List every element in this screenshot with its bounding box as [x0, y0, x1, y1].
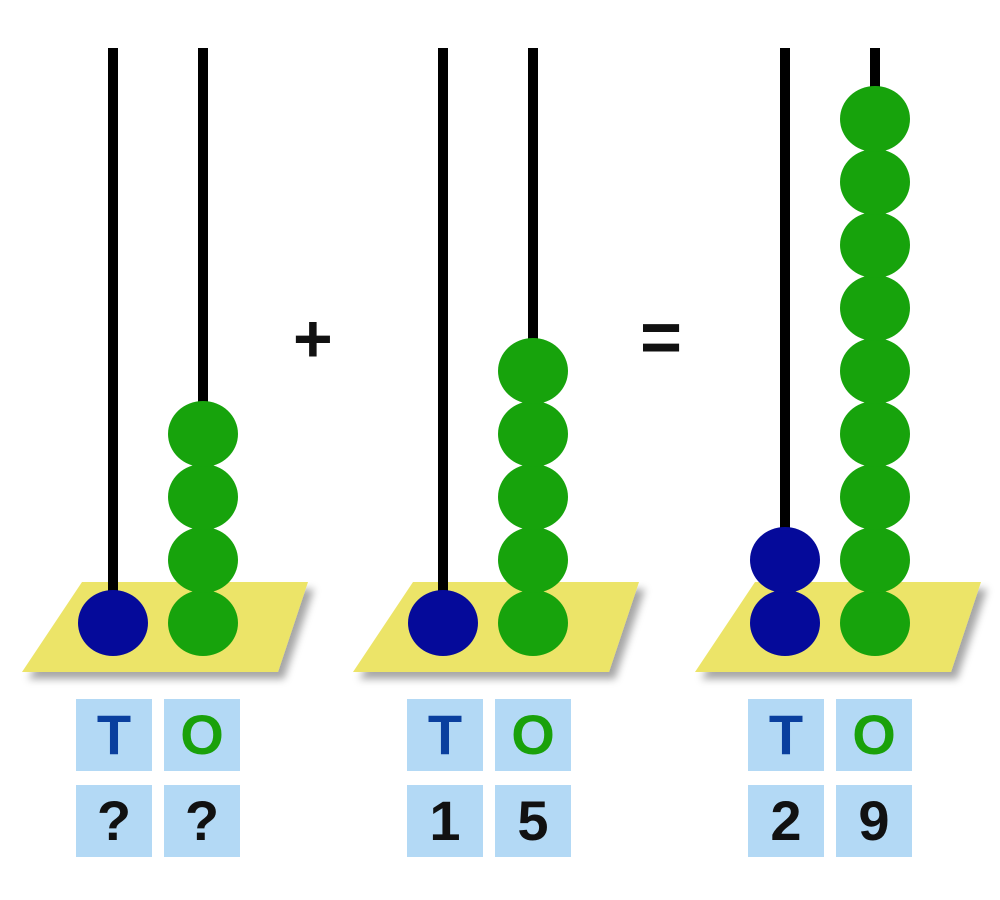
abacus-2-tens-header: T [407, 699, 483, 771]
abacus-3-ones-bead [840, 590, 910, 656]
abacus-2-tens-bead [408, 590, 478, 656]
abacus-1-ones-bead [168, 527, 238, 593]
abacus-1-ones-bead [168, 401, 238, 467]
abacus-3-tens-bead [750, 527, 820, 593]
abacus-2 [353, 48, 639, 672]
abacus-1-base [22, 582, 308, 672]
abacus-1 [22, 48, 308, 672]
abacus-3-tens-digit: 2 [748, 785, 824, 857]
abacus-2-ones-digit: 5 [495, 785, 571, 857]
abacus-1-ones-bead [168, 590, 238, 656]
abacus-3 [695, 48, 981, 672]
abacus-3-ones-bead [840, 149, 910, 215]
abacus-3-tens-header: T [748, 699, 824, 771]
abacus-3-base [695, 582, 981, 672]
abacus-3-ones-bead [840, 338, 910, 404]
abacus-2-base [353, 582, 639, 672]
abacus-3-ones-header: O [836, 699, 912, 771]
abacus-1-ones-header: O [164, 699, 240, 771]
abacus-2-tens-digit: 1 [407, 785, 483, 857]
abacus-3-ones-bead [840, 464, 910, 530]
abacus-1-ones-bead [168, 464, 238, 530]
abacus-1-ones-digit: ? [164, 785, 240, 857]
equals-operator: = [640, 298, 683, 378]
abacus-2-ones-bead [498, 401, 568, 467]
abacus-3-ones-bead [840, 401, 910, 467]
plus-operator: + [293, 301, 333, 377]
abacus-2-ones-bead [498, 338, 568, 404]
abacus-2-ones-bead [498, 464, 568, 530]
abacus-1-tens-header: T [76, 699, 152, 771]
abacus-3-ones-bead [840, 86, 910, 152]
abacus-2-ones-bead [498, 590, 568, 656]
abacus-1-tens-bead [78, 590, 148, 656]
abacus-2-ones-bead [498, 527, 568, 593]
abacus-3-ones-bead [840, 212, 910, 278]
abacus-2-ones-header: O [495, 699, 571, 771]
abacus-3-ones-bead [840, 527, 910, 593]
abacus-1-tens-digit: ? [76, 785, 152, 857]
abacus-3-ones-bead [840, 275, 910, 341]
abacus-3-ones-digit: 9 [836, 785, 912, 857]
abacus-3-tens-bead [750, 590, 820, 656]
